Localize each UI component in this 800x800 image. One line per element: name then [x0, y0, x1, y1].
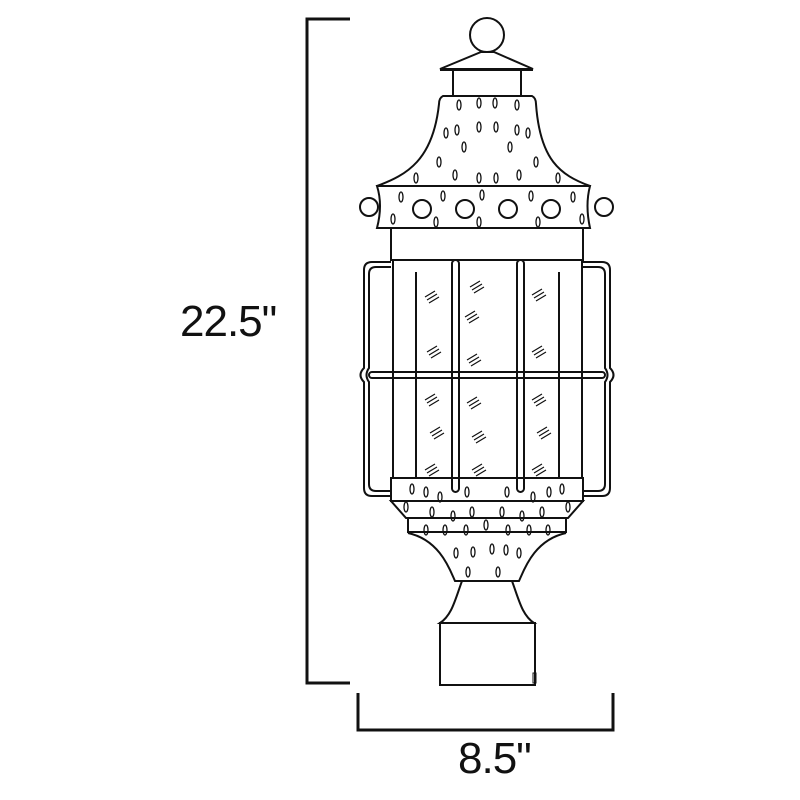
cage [359, 259, 615, 497]
base-notch [532, 672, 537, 684]
height-dimension-label: 22.5" [180, 297, 277, 346]
width-dimension-label: 8.5" [458, 734, 532, 783]
finial [439, 17, 534, 96]
glass-body [392, 260, 583, 478]
upper-collar [390, 227, 584, 261]
height-dimension-bracket [305, 17, 350, 685]
roof [375, 95, 592, 260]
glass-reflections [424, 280, 552, 477]
base [388, 477, 586, 686]
dimple-pattern [390, 97, 585, 578]
width-dimension-bracket [356, 693, 615, 732]
rosettes [359, 197, 614, 219]
